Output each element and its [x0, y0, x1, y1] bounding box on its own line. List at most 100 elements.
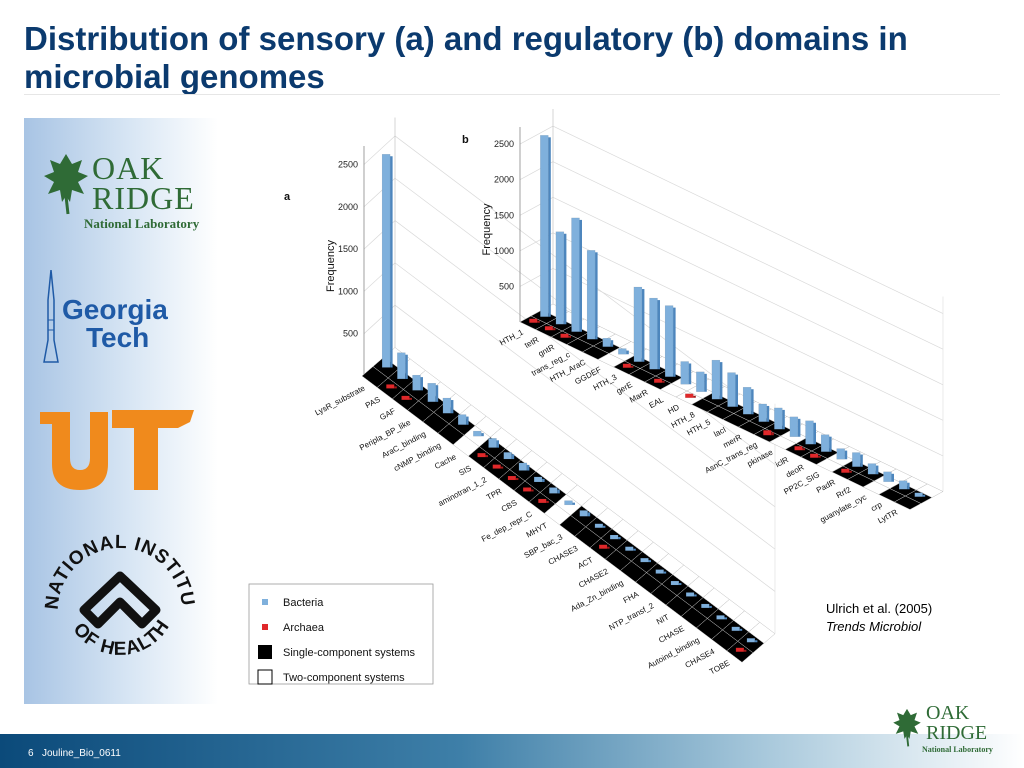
- bacteria-bar: [867, 463, 877, 475]
- bacteria-bar: [852, 452, 861, 467]
- archaea-bar: [401, 395, 410, 401]
- bacteria-bar-side: [754, 640, 758, 643]
- bacteria-bar-side: [633, 548, 636, 551]
- y-tick-label: 1000: [338, 286, 358, 296]
- bacteria-bar: [836, 448, 845, 460]
- archaea-bar: [560, 333, 569, 338]
- bacteria-bar: [805, 420, 814, 445]
- bacteria-bar-side: [542, 478, 545, 482]
- bacteria-bar-side: [626, 350, 629, 355]
- archaea-bar-side: [568, 335, 571, 338]
- bacteria-bar-side: [704, 373, 707, 392]
- bacteria-bar: [742, 387, 752, 415]
- archaea-bar: [507, 475, 517, 481]
- footer-ornl-oak: OAK: [926, 702, 970, 724]
- y-tick-label: 500: [343, 329, 358, 339]
- category-label: MHYT: [525, 521, 549, 540]
- bacteria-bar-side: [602, 525, 606, 528]
- category-label: GAF: [378, 406, 397, 422]
- archaea-bar: [841, 468, 850, 473]
- bacteria-bar: [640, 557, 649, 563]
- bacteria-bar-side: [663, 571, 667, 574]
- nih-logo: NATIONAL INSTITUTES OF HEALTH: [33, 512, 200, 678]
- bacteria-bar-side: [797, 418, 801, 437]
- bacteria-bar-side: [657, 300, 660, 370]
- gridline: [552, 268, 944, 457]
- category-label: SIS: [457, 464, 473, 478]
- footer-ornl-ridge: RIDGE: [926, 722, 988, 744]
- bacteria-bar-side: [907, 482, 910, 490]
- citation-authors: Ulrich et al. (2005): [826, 601, 933, 616]
- bacteria-bar: [716, 615, 725, 620]
- archaea-bar-side: [662, 380, 665, 383]
- category-label: ACT: [576, 555, 594, 571]
- archaea-bar: [538, 498, 547, 504]
- bacteria-bar-side: [511, 454, 515, 460]
- category-label: HD: [666, 402, 681, 415]
- bacteria-bar-side: [922, 494, 926, 497]
- archaea-bar-side: [849, 470, 852, 473]
- archaea-bar-side: [394, 386, 397, 389]
- gridline: [552, 161, 944, 350]
- svg-text:OF HEALTH: OF HEALTH: [69, 616, 174, 660]
- bacteria-bar-side: [673, 307, 676, 377]
- gt-word-tech: Tech: [86, 322, 150, 353]
- ornl-word-lab: National Laboratory: [84, 216, 200, 231]
- bacteria-bar-side: [548, 137, 551, 317]
- archaea-bar-side: [802, 448, 805, 451]
- bacteria-bar: [397, 352, 406, 380]
- bacteria-bar: [586, 250, 596, 340]
- bacteria-bar: [680, 361, 689, 385]
- bacteria-bar-side: [844, 450, 848, 460]
- bacteria-bar: [914, 492, 923, 497]
- gridline: [552, 232, 944, 421]
- bacteria-bar-side: [875, 465, 879, 475]
- bacteria-bar: [412, 374, 421, 391]
- bacteria-bar: [685, 592, 695, 597]
- category-label: TOBE: [708, 658, 731, 676]
- archaea-bar: [492, 464, 501, 469]
- bacteria-bar-side: [450, 400, 454, 414]
- category-label: LysR_substrate: [313, 383, 367, 417]
- archaea-bar-side: [743, 649, 747, 652]
- bacteria-bar-side: [641, 289, 645, 362]
- bacteria-bar-side: [466, 416, 469, 425]
- legend-label: Single-component systems: [283, 647, 416, 659]
- bacteria-bar-side: [766, 405, 770, 422]
- bacteria-bar: [727, 372, 736, 407]
- archaea-bar-side: [693, 395, 696, 398]
- bacteria-bar: [503, 452, 512, 460]
- bacteria-bar-side: [390, 156, 393, 368]
- bacteria-bar-side: [435, 385, 439, 402]
- panel-letter: a: [284, 191, 291, 203]
- bacteria-bar: [457, 414, 467, 425]
- footer-ornl-logo: OAK RIDGE National Laboratory: [890, 700, 1010, 760]
- bacteria-bar: [898, 480, 908, 490]
- bacteria-bar: [442, 397, 452, 414]
- archaea-bar-side: [552, 328, 556, 331]
- bacteria-bar-side: [648, 560, 651, 563]
- oak-leaf-icon: [893, 708, 921, 747]
- bacteria-bar: [381, 154, 391, 368]
- bacteria-bar: [618, 348, 627, 355]
- archaea-bar-side: [771, 432, 774, 436]
- citation: Ulrich et al. (2005) Trends Microbiol: [826, 600, 932, 636]
- bacteria-bar: [540, 135, 549, 317]
- y-tick-label: 1500: [338, 244, 358, 254]
- gridline: [552, 196, 944, 386]
- category-label: PadR: [815, 477, 837, 494]
- bacteria-bar: [758, 403, 767, 422]
- bacteria-bar: [555, 231, 565, 325]
- bacteria-bar: [789, 416, 799, 437]
- archaea-bar: [653, 378, 663, 383]
- gridline: [394, 304, 776, 592]
- archaea-bar: [622, 363, 632, 368]
- page-title: Distribution of sensory (a) and regulato…: [24, 20, 908, 95]
- y-tick-label: 2000: [494, 175, 514, 185]
- bacteria-bar-side: [579, 219, 582, 332]
- bacteria-bar-side: [688, 363, 692, 385]
- y-tick-label: 500: [499, 281, 514, 291]
- footer-ornl-lab: National Laboratory: [922, 745, 993, 754]
- bacteria-bar-side: [595, 252, 598, 340]
